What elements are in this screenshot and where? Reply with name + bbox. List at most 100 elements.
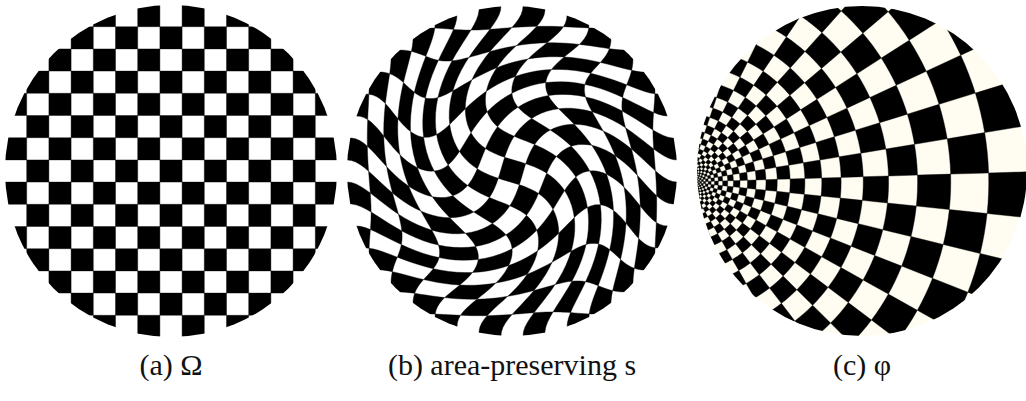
checker-cell	[585, 73, 627, 97]
checker-cell	[585, 97, 625, 128]
checker-cell	[391, 6, 413, 28]
checker-cell	[722, 236, 736, 250]
checker-cell	[698, 190, 701, 193]
checker-cell	[751, 236, 769, 254]
checker-cell	[724, 163, 731, 170]
checker-cell	[370, 212, 402, 245]
checker-cell	[586, 205, 601, 245]
checker-cell	[697, 186, 699, 188]
checker-cell	[777, 95, 801, 119]
checker-cell	[693, 188, 695, 190]
checker-cell	[695, 143, 701, 149]
checker-cell	[182, 227, 204, 249]
checker-cell	[693, 179, 694, 180]
checker-cell	[498, 157, 525, 184]
checker-cell	[687, 234, 695, 242]
checker-cell	[692, 167, 695, 170]
checker-cell	[724, 204, 733, 213]
checker-cell	[696, 183, 697, 184]
checker-cell	[805, 33, 841, 69]
checker-cell	[836, 74, 870, 108]
checker-cell	[182, 182, 204, 204]
checker-cell	[1000, 16, 1026, 80]
checker-cell	[589, 286, 612, 314]
checker-cell	[49, 227, 71, 249]
checker-cell	[701, 230, 710, 239]
checker-cell	[689, 156, 693, 160]
checker-cell	[776, 165, 790, 179]
checker-cell	[315, 227, 337, 249]
checker-cell	[711, 152, 718, 159]
checker-cell	[664, 314, 685, 335]
checker-cell	[5, 271, 27, 293]
checker-cell	[691, 175, 692, 176]
checker-cell	[637, 175, 656, 222]
checker-cell	[347, 270, 369, 292]
checker-cell	[696, 176, 698, 178]
checker-cell	[839, 153, 863, 177]
checker-cell	[717, 290, 738, 311]
checker-cell	[855, 123, 885, 153]
checker-cell	[696, 184, 698, 186]
checker-cell	[680, 227, 687, 234]
checker-cell	[160, 71, 182, 93]
checker-cell	[687, 185, 689, 187]
checker-cell	[703, 188, 706, 191]
checker-cell	[655, 50, 677, 72]
checker-cell	[227, 49, 249, 71]
checker-cell	[739, 172, 747, 180]
checker-cell	[701, 165, 705, 169]
checker-cell	[863, 255, 902, 294]
checker-cell	[689, 193, 691, 195]
checker-cell	[563, 6, 589, 28]
checker-cell	[691, 188, 692, 189]
checker-cell	[941, 0, 1000, 55]
checker-cell	[698, 165, 702, 169]
checker-cell	[686, 159, 689, 162]
checker-cell	[93, 182, 115, 204]
checker-cell	[692, 183, 694, 185]
checker-cell	[722, 181, 727, 186]
checker-cell	[754, 71, 778, 95]
checker-cell	[411, 28, 434, 56]
checker-cell	[512, 70, 552, 94]
checker-cell	[704, 201, 709, 206]
checker-cell	[691, 183, 693, 185]
checker-cell	[697, 177, 699, 179]
checker-cell	[49, 138, 71, 160]
checker-cell	[138, 227, 160, 249]
checker-cell	[93, 93, 115, 115]
checker-cell	[204, 293, 226, 315]
checker-cell	[706, 159, 711, 164]
checker-cell	[697, 131, 705, 139]
checker-cell	[471, 6, 501, 30]
checker-cell	[700, 176, 703, 179]
checker-cell	[687, 169, 689, 171]
checker-cell	[686, 152, 690, 156]
checker-cell	[705, 184, 708, 187]
checker-cell	[687, 174, 688, 175]
checker-cell	[685, 334, 709, 357]
checker-cell	[686, 194, 688, 196]
checker-cell	[770, 232, 790, 252]
checker-cell	[988, 308, 1026, 374]
checker-cell	[716, 199, 723, 206]
checker-cell	[698, 172, 701, 175]
checker-cell	[713, 188, 718, 193]
checker-cell	[750, 149, 763, 162]
checker-cell	[315, 182, 337, 204]
checker-cell	[5, 93, 27, 115]
checker-cell	[761, 201, 775, 215]
checker-cell	[694, 184, 695, 185]
checker-cell	[713, 173, 718, 178]
checker-cell	[654, 94, 677, 116]
checker-cell	[701, 160, 706, 165]
checker-cell	[841, 0, 888, 33]
checker-cell	[204, 71, 226, 93]
checker-cell	[692, 159, 696, 163]
checker-cell	[687, 187, 689, 189]
checker-cell	[687, 221, 693, 227]
checker-cell	[690, 184, 692, 186]
checker-cell	[693, 184, 694, 185]
